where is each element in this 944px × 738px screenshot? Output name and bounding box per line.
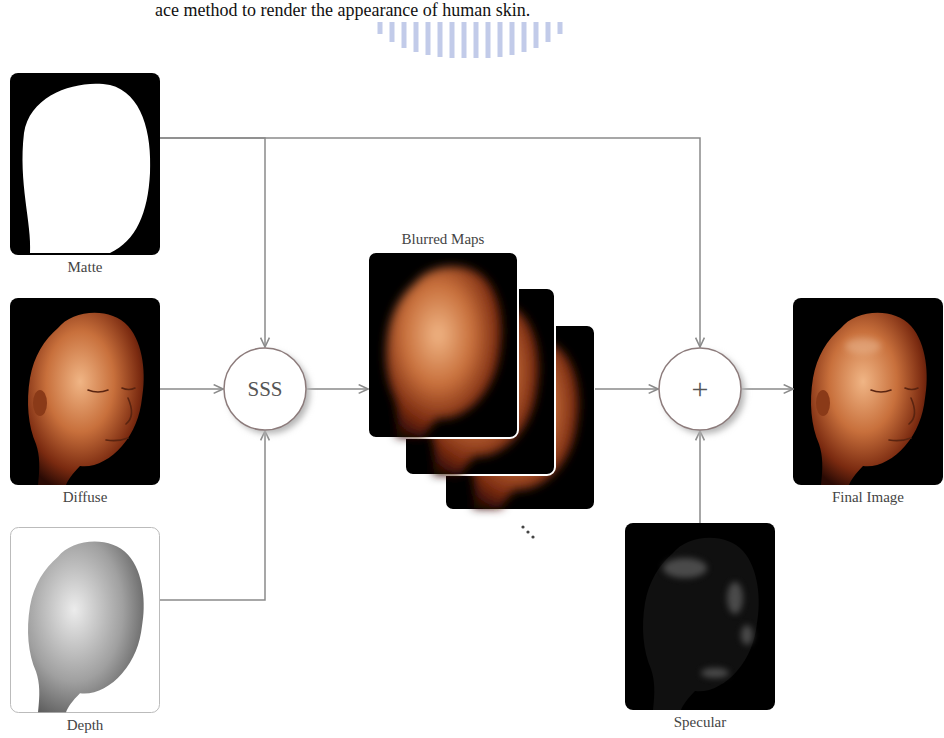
page-text: ace method to render the appearance of h…	[155, 0, 530, 20]
flow-arrow	[699, 431, 701, 523]
final-image-panel: Final Image	[793, 298, 943, 506]
operator-label: SSS	[247, 377, 282, 402]
image-slot	[368, 252, 595, 510]
flow-arrow	[742, 388, 793, 390]
matte-image	[10, 73, 160, 255]
operator-label: +	[692, 372, 709, 406]
depth-panel: Depth	[10, 527, 160, 734]
image-slot	[10, 298, 160, 485]
image-caption: Specular	[625, 713, 775, 731]
depth-image	[11, 528, 160, 713]
image-caption: Depth	[10, 716, 160, 734]
diffuse-panel: Diffuse	[10, 298, 160, 506]
image-slot	[10, 73, 160, 255]
image-slot	[10, 527, 160, 713]
watermark	[380, 22, 560, 58]
image-slot	[793, 298, 943, 485]
flow-arrow	[307, 388, 368, 390]
diffuse-image	[10, 298, 160, 485]
sum-circle: +	[658, 347, 742, 431]
flow-arrow	[160, 431, 265, 600]
specular-image	[625, 523, 775, 710]
specular-panel: Specular	[625, 523, 775, 731]
image-caption: Final Image	[793, 488, 943, 506]
image-slot	[625, 523, 775, 710]
image-caption: Blurred Maps	[368, 230, 518, 248]
flow-arrow	[595, 388, 658, 390]
ellipsis-dots	[521, 525, 534, 538]
blurred-map	[368, 252, 518, 438]
image-caption: Matte	[10, 258, 160, 276]
sss-circle: SSS	[223, 347, 307, 431]
image-caption: Diffuse	[10, 488, 160, 506]
final-image	[793, 298, 943, 485]
matte-panel: Matte	[10, 73, 160, 276]
flow-arrow	[160, 388, 223, 390]
blurred-maps-panel: Blurred Maps	[368, 230, 595, 510]
flow-arrow	[160, 138, 265, 347]
flow-arrow	[160, 138, 700, 347]
